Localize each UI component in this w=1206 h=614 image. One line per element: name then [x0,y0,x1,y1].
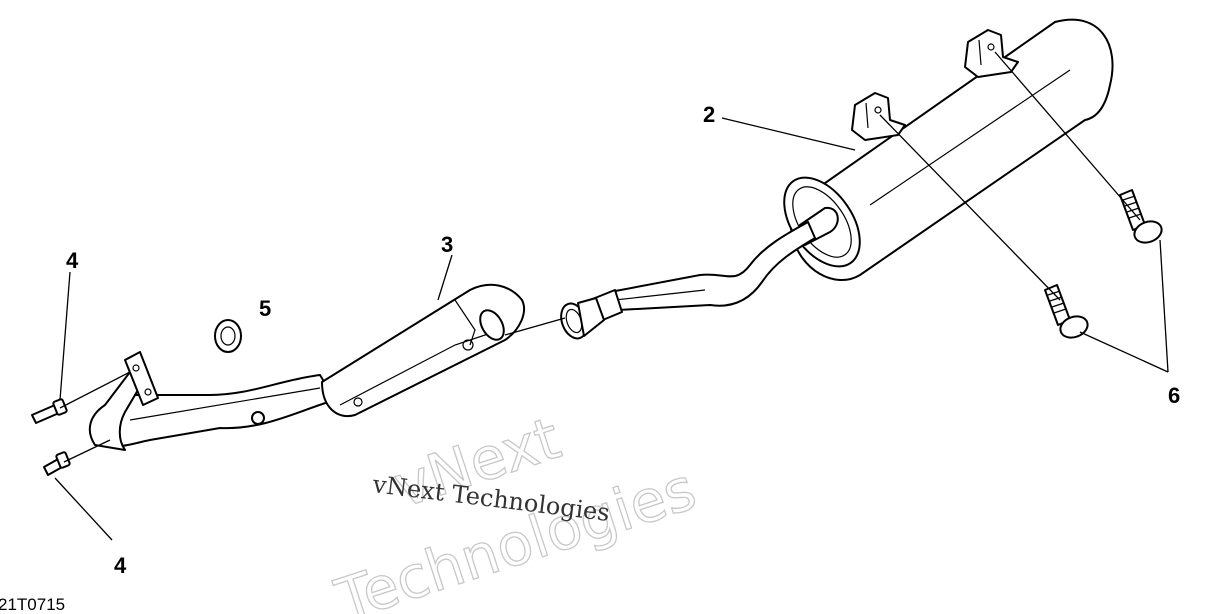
callout-4-top: 4 [66,248,79,273]
assembly-lines [59,51,1141,463]
callout-5: 5 [259,296,271,321]
cap-screw-2 [1044,284,1089,339]
callout-4-bottom: 4 [114,553,127,578]
muffler-part [783,18,1114,281]
head-pipe [88,351,336,451]
heat-shield-part [321,283,525,418]
flange-bolts [31,398,71,476]
gasket-part [214,319,242,353]
callout-6: 6 [1168,383,1180,408]
callout-2: 2 [703,102,715,127]
cap-screw-1 [1119,189,1163,244]
bolt-top [31,398,68,424]
bolt-bottom [43,451,71,476]
cap-screws [1044,189,1163,339]
middle-pipe [560,221,816,340]
callout-3: 3 [441,232,453,257]
figure-id: 21T0715 [0,595,65,614]
leader-lines [54,117,1169,541]
